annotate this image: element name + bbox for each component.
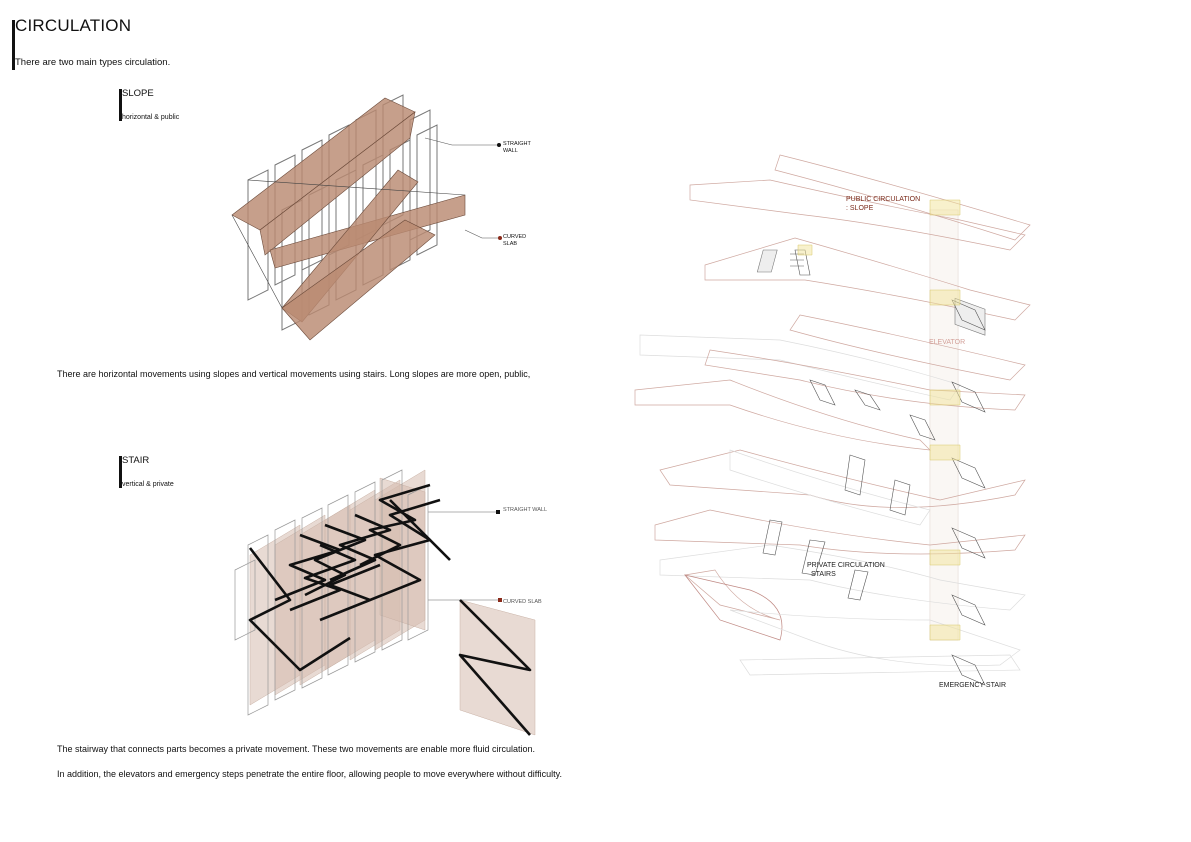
stair-title: STAIR <box>122 455 150 466</box>
stair-description-1: The stairway that connects parts becomes… <box>57 744 536 754</box>
page-title: CIRCULATION <box>15 16 132 35</box>
slope-callout-slab: CURVED SLAB <box>503 234 526 247</box>
stair-description-2: In addition, the elevators and emergency… <box>57 769 562 779</box>
intro-text: There are two main types circulation. <box>15 57 171 68</box>
stair-callout-slab: CURVED SLAB <box>503 599 542 605</box>
label-line: : SLOPE <box>846 204 874 212</box>
slope-callout-wall: STRAIGHT WALL <box>503 141 531 154</box>
slope-subtitle: horizontal & public <box>122 114 180 121</box>
label-line: PRIVATE CIRCULATION <box>807 562 885 569</box>
slope-accent-bar <box>119 89 122 121</box>
stair-callout-wall: STRAIGHT WALL <box>503 507 548 513</box>
elevator-label: ELEVATOR <box>929 339 966 346</box>
label-line: PUBLIC CIRCULATION <box>846 196 921 203</box>
slope-description: There are horizontal movements using slo… <box>57 369 531 379</box>
exploded-axonometric <box>634 154 1031 686</box>
emergency-stair-label: EMERGENCY STAIR <box>939 682 1007 689</box>
slope-diagram <box>231 94 502 341</box>
callout-line: WALL <box>503 147 518 154</box>
public-circulation-label: PUBLIC CIRCULATION : SLOPE <box>846 196 920 213</box>
callout-line: STRAIGHT <box>503 141 531 147</box>
stair-accent-bar <box>119 456 122 488</box>
label-line: STAIRS <box>811 570 836 578</box>
stair-subtitle: vertical & private <box>122 481 174 488</box>
slope-title: SLOPE <box>122 88 154 99</box>
private-circulation-label: PRIVATE CIRCULATION STAIRS <box>807 562 885 579</box>
callout-line: CURVED <box>503 234 527 240</box>
callout-line: SLAB <box>503 240 518 247</box>
stair-diagram <box>234 469 536 736</box>
title-accent-bar <box>12 20 15 70</box>
